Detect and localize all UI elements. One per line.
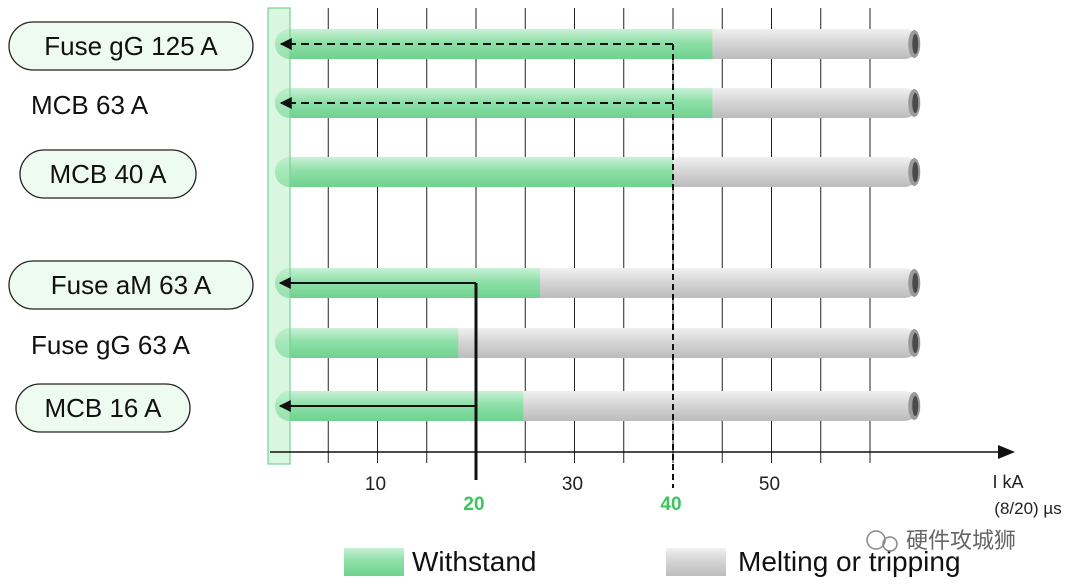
series-label: MCB 40 A — [49, 159, 167, 189]
x-axis-label: I kA — [992, 472, 1023, 492]
x-tick-label: 40 — [660, 494, 681, 515]
row-labels: Fuse gG 125 A MCB 63 A MCB 40 A Fuse aM 63 … — [8, 21, 254, 433]
withstand-bar-end — [697, 29, 713, 59]
series-label-box — [19, 149, 197, 199]
series-label: Fuse aM 63 A — [51, 270, 212, 300]
x-axis-unit: (8/20) µs — [994, 499, 1061, 518]
withstand-bar — [275, 157, 673, 187]
legend-label-withstand: Withstand — [412, 546, 537, 577]
bars-group — [275, 29, 921, 421]
bar-end-cap-inner — [912, 396, 919, 416]
series-label: Fuse gG 125 A — [44, 31, 218, 61]
series-label: MCB 16 A — [44, 393, 162, 423]
x-axis: 10 20 30 40 50 I kA (8/20) µs — [270, 445, 1062, 518]
legend-label-melting: Melting or tripping — [738, 546, 961, 577]
watermark-text: 硬件攻城狮 — [906, 529, 1016, 554]
withstand-bar-end — [697, 88, 713, 118]
series-label-box — [8, 21, 254, 71]
bar-end-cap-inner — [912, 273, 919, 293]
watermark: 硬件攻城狮 — [866, 529, 1016, 554]
bar-end-cap-inner — [912, 333, 919, 353]
withstand-bar — [275, 29, 713, 59]
x-tick-label: 30 — [562, 474, 583, 495]
legend-swatch-withstand — [344, 548, 404, 576]
x-tick-label: 50 — [759, 474, 780, 495]
series-label: Fuse gG 63 A — [31, 330, 191, 360]
x-axis-arrowhead — [998, 445, 1015, 459]
series-label-box — [8, 260, 254, 310]
bar-end-cap-inner — [912, 93, 919, 113]
grid-lines — [327, 8, 871, 463]
series-label: MCB 63 A — [31, 90, 149, 120]
withstand-bar — [275, 88, 713, 118]
legend-swatch-melting — [666, 548, 726, 576]
withstand-bar-end — [508, 391, 524, 421]
withstand-bar-end — [443, 328, 459, 358]
series-label-box — [15, 383, 191, 433]
withstand-bar — [275, 328, 459, 358]
x-tick-label: 20 — [463, 494, 484, 515]
arrows-group — [278, 38, 674, 488]
withstand-wall — [267, 7, 291, 465]
bar-end-cap-inner — [912, 162, 919, 182]
bar-end-cap-inner — [912, 34, 919, 54]
withstand-bar-end — [525, 268, 541, 298]
legend: Withstand Melting or tripping — [344, 546, 961, 577]
withstand-bar-end — [658, 157, 673, 187]
wechat-icon-bubble — [882, 536, 898, 552]
x-tick-label: 10 — [365, 474, 386, 495]
